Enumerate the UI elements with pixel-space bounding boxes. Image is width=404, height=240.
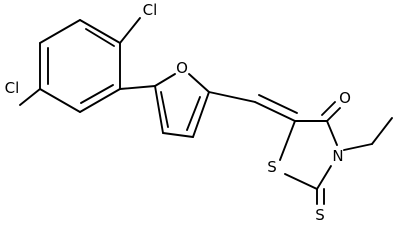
atom-label-s-ring: S [267, 158, 277, 176]
bond [19, 88, 41, 106]
bond [254, 101, 296, 122]
bond [321, 101, 336, 116]
bond [160, 91, 169, 128]
bond [85, 28, 115, 47]
atom-labels: Cl Cl O O S N S [5, 1, 351, 224]
bond [326, 120, 338, 146]
bond [39, 19, 81, 44]
bond [316, 165, 332, 190]
bond [279, 120, 296, 161]
atom-label-cl-top: Cl [143, 1, 158, 19]
bond [39, 88, 81, 113]
bond [192, 91, 210, 138]
bond [79, 88, 121, 113]
atom-label-s-thione: S [315, 206, 325, 224]
atom-label-cl-left: Cl [5, 79, 20, 97]
bond [79, 19, 121, 44]
bond [326, 107, 341, 122]
bond [186, 96, 201, 131]
atom-label-o-furan: O [176, 59, 188, 77]
bond [80, 84, 114, 104]
bond [154, 73, 176, 87]
bond-lines [19, 17, 393, 205]
bond [343, 143, 373, 151]
bond [371, 117, 393, 145]
bond [119, 85, 156, 90]
bond [284, 173, 318, 190]
bond [188, 73, 210, 93]
bond [154, 85, 164, 134]
atom-label-o-carbonyl: O [339, 89, 351, 107]
bond [208, 91, 256, 103]
bond [119, 17, 141, 44]
bond [258, 94, 298, 114]
atom-label-n-ring: N [332, 147, 343, 165]
bond [162, 132, 194, 138]
